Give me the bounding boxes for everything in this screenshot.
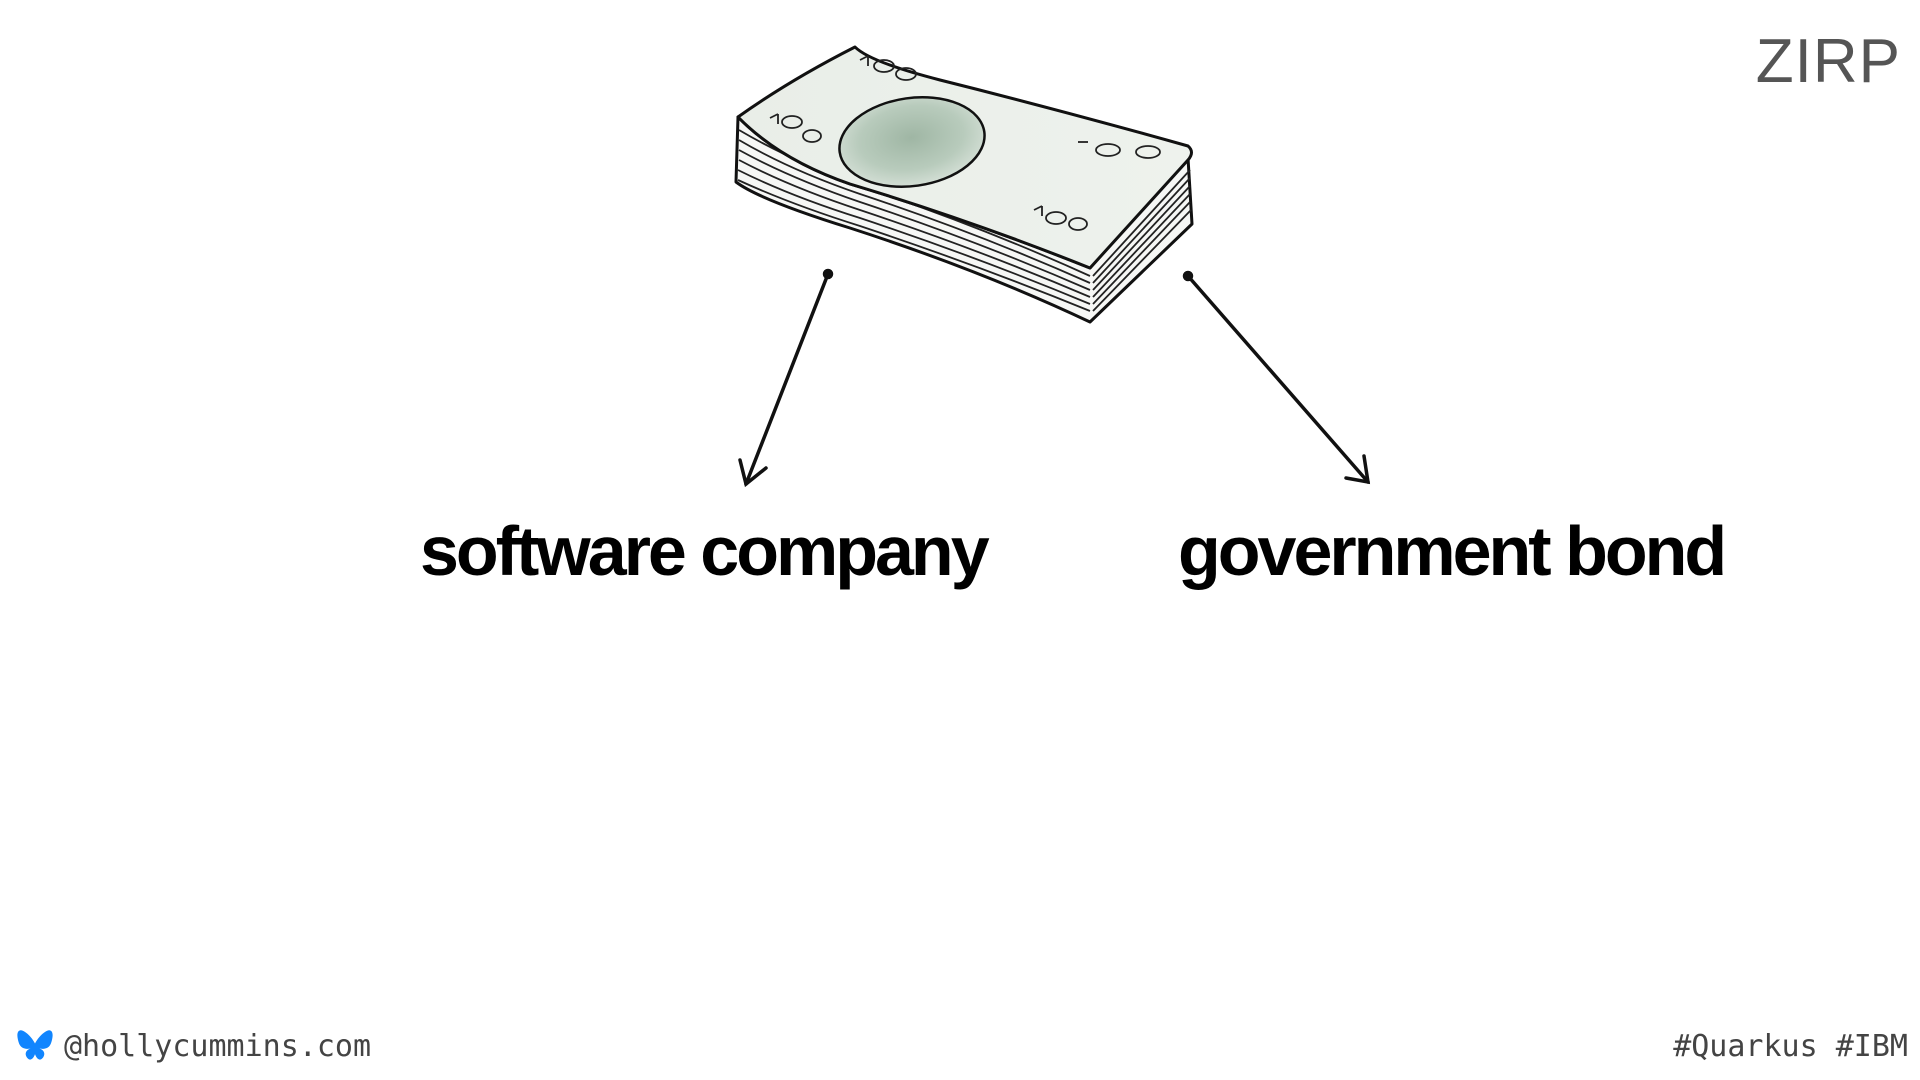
slide-title: ZIRP bbox=[1755, 27, 1901, 96]
arrow-to-government-bond bbox=[1182, 270, 1371, 485]
arrow-to-software-company bbox=[738, 268, 834, 488]
label-software-company: software company bbox=[420, 512, 990, 590]
footer-tags-text: #Quarkus #IBM bbox=[1673, 1028, 1908, 1064]
footer-tags: #Quarkus #IBM bbox=[1673, 1024, 1908, 1068]
butterfly-icon bbox=[17, 1030, 53, 1060]
label-government-bond: government bond bbox=[1178, 512, 1727, 590]
footer-handle-text: @hollycummins.com bbox=[64, 1028, 372, 1064]
money-stack-icon bbox=[734, 45, 1194, 324]
money-diagram bbox=[734, 45, 1371, 488]
footer-handle: @hollycummins.com bbox=[16, 1024, 371, 1068]
